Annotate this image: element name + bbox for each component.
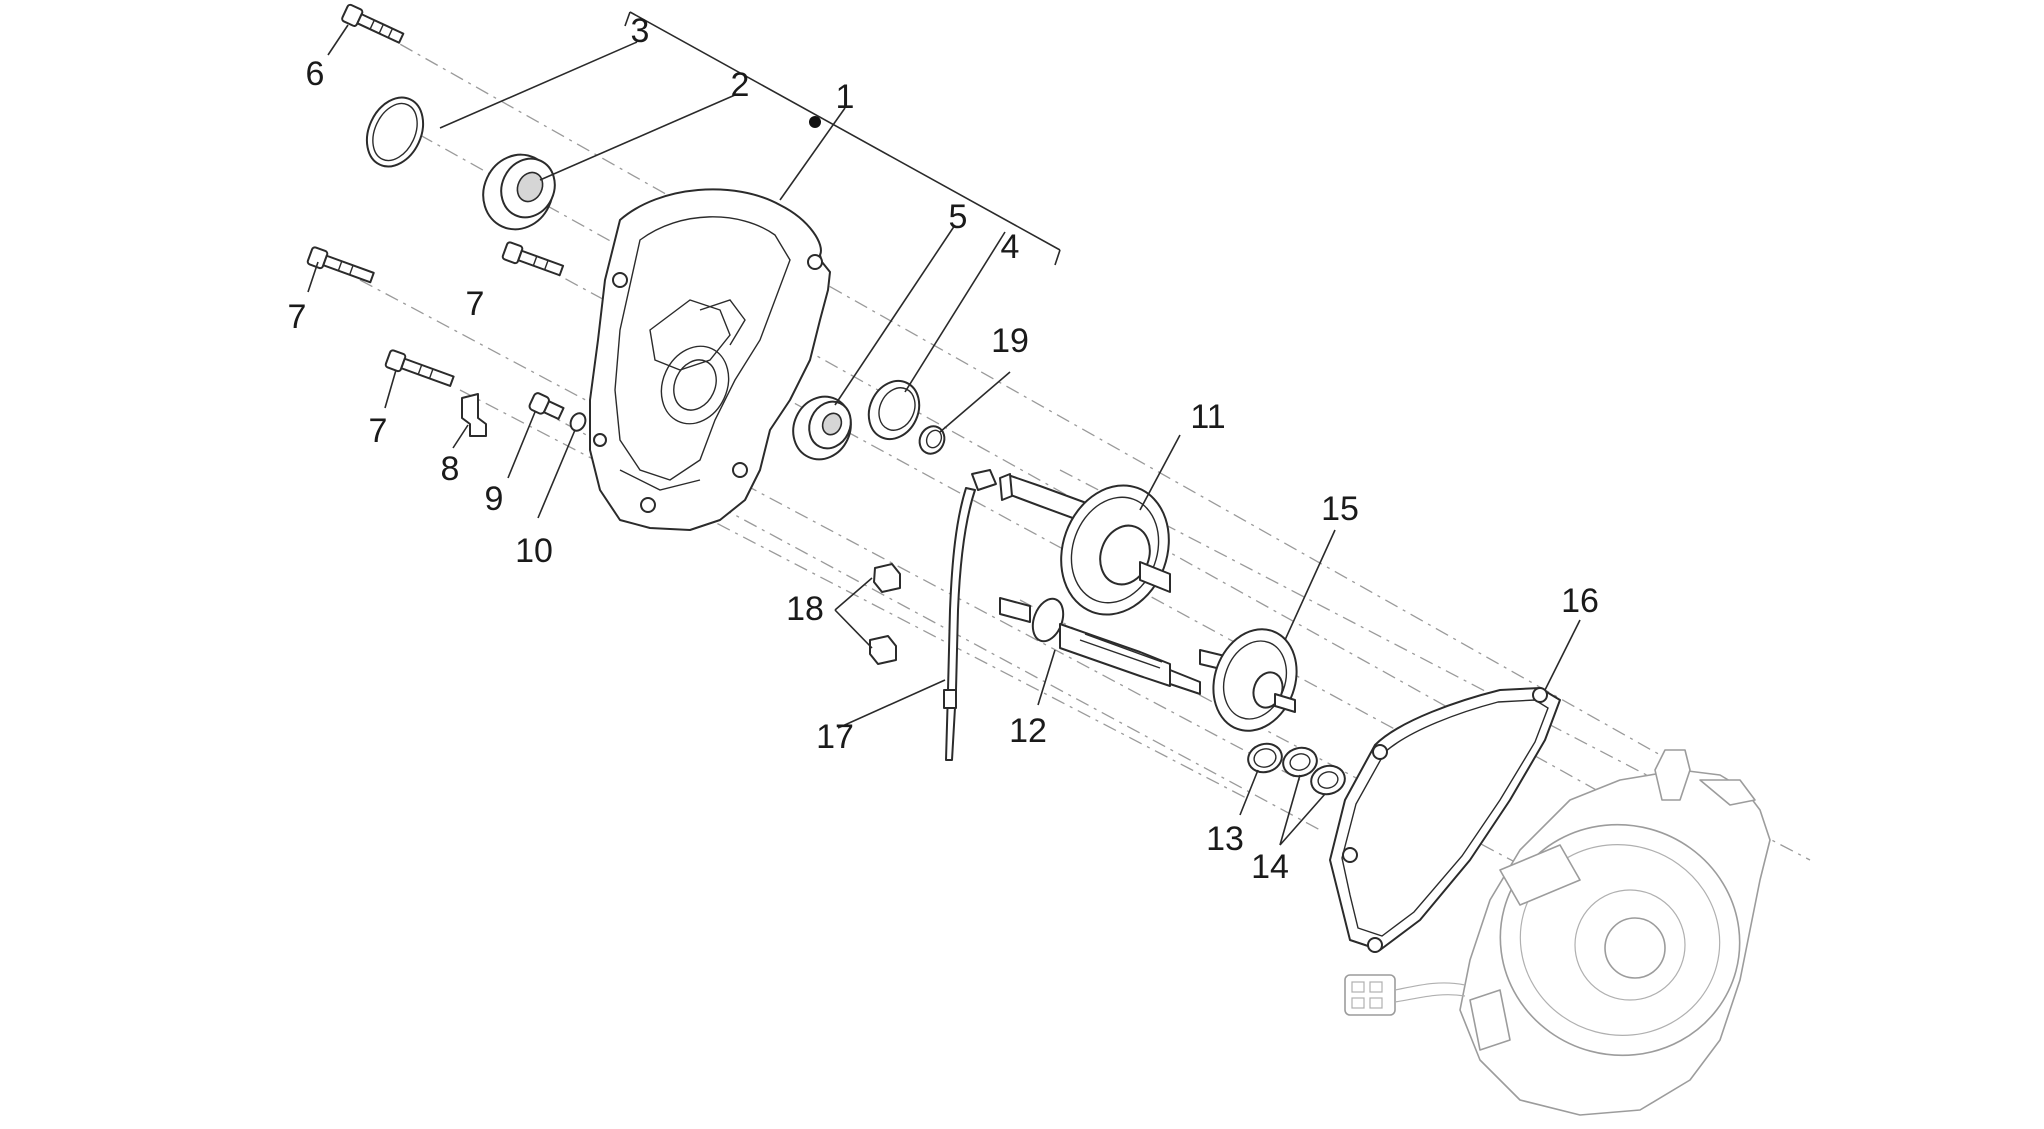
callout-labels: 1 2 3 4 5 6 7 7 7 8 9 10 11 12 13 14 15 … [288, 12, 1599, 886]
callout-2: 2 [731, 66, 750, 104]
part-4-seal [867, 379, 921, 441]
callout-6: 6 [306, 55, 325, 93]
part-5-bearing [792, 395, 852, 461]
part-13-shim [1247, 742, 1283, 774]
callout-3: 3 [631, 12, 650, 50]
part-7-bolt-upper [501, 241, 565, 277]
part-7-bolt-lower [384, 349, 455, 387]
part-12-shaft [999, 597, 1201, 695]
callout-12: 12 [1009, 712, 1047, 750]
callout-5: 5 [949, 198, 968, 236]
part-1-cover [589, 188, 831, 531]
callout-11: 11 [1190, 398, 1225, 436]
part-9-stud [528, 392, 565, 420]
callout-17: 17 [816, 718, 854, 756]
callout-18: 18 [786, 590, 824, 628]
part-15-gear [1199, 628, 1298, 732]
part-8-clip [461, 393, 487, 437]
callout-9: 9 [485, 480, 504, 518]
callout-19: 19 [991, 322, 1029, 360]
callout-7-middle: 7 [466, 285, 485, 323]
part-10-washer [569, 412, 587, 432]
callout-13: 13 [1206, 820, 1244, 858]
callout-1: 1 [836, 78, 855, 116]
callout-8: 8 [441, 450, 460, 488]
callout-14: 14 [1251, 848, 1289, 886]
callout-16: 16 [1561, 582, 1599, 620]
part-6-bolt [341, 3, 405, 44]
part-7-bolt-left [306, 246, 375, 284]
kit-bracket [624, 11, 1061, 266]
part-14-washers [1282, 746, 1346, 796]
callout-4: 4 [1001, 228, 1020, 266]
part-17-dipstick [943, 469, 997, 761]
part-3-circlip [365, 96, 425, 168]
callout-7-lower: 7 [369, 412, 388, 450]
callout-10: 10 [515, 532, 553, 570]
leader-lines [307, 24, 1581, 846]
part-2-bearing [482, 153, 556, 231]
part-19-bushing [918, 425, 946, 455]
part-11-gear-shaft [999, 473, 1171, 616]
engine-block [1344, 749, 1771, 1116]
part-18-clips [869, 563, 901, 665]
callout-15: 15 [1321, 490, 1359, 528]
part-16-gasket [1329, 687, 1561, 953]
callout-7-left: 7 [288, 298, 307, 336]
filled-dot-marker [809, 116, 821, 128]
